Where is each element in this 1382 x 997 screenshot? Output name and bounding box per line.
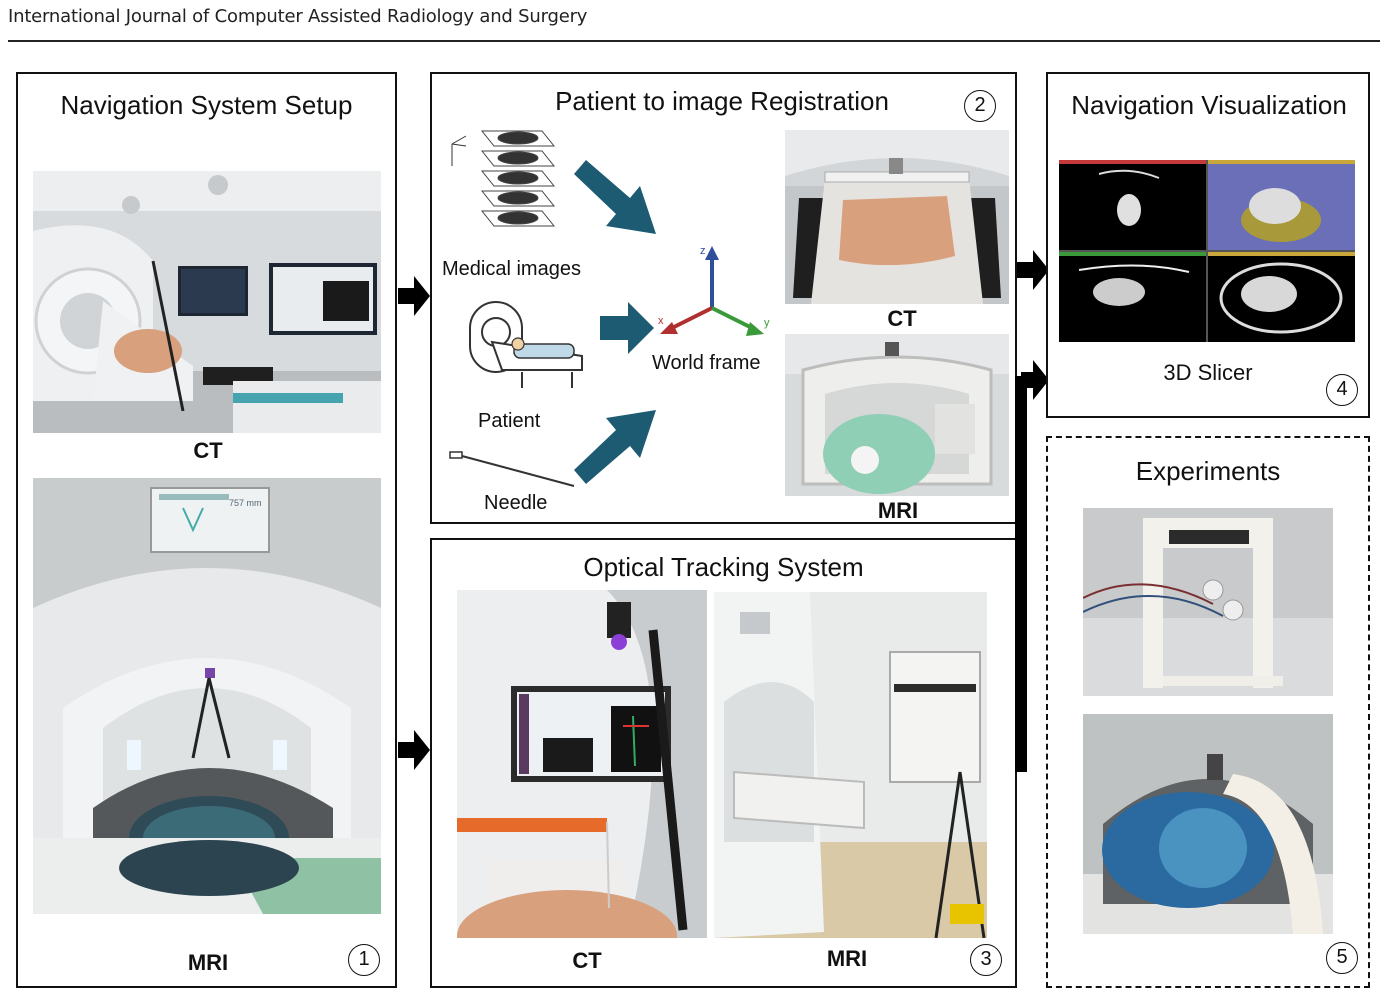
panel-navigation-visualization: Navigation Visualization 3D Slicer 4	[1046, 72, 1370, 418]
medical-image-stack-icon	[451, 130, 556, 227]
panel-title: Optical Tracking System	[583, 552, 864, 582]
patient-label: Patient	[478, 410, 541, 432]
ct-scanner-icon	[469, 301, 583, 388]
world-frame-axes: z x y	[658, 245, 770, 336]
axis-x-label: x	[658, 315, 664, 327]
panel-number-badge: 4	[1326, 374, 1358, 406]
arrow-needle-to-world	[574, 410, 656, 484]
tracking-ct-caption: CT	[572, 948, 602, 973]
mri-screen-distance: 757 mm	[229, 498, 262, 508]
mri-tracking-photo	[714, 592, 987, 938]
panel-number-badge: 3	[970, 944, 1002, 976]
axis-y-label: y	[764, 317, 770, 329]
panel-experiments: Experiments 5	[1046, 436, 1370, 988]
experiment-phantom-photo-1	[1083, 508, 1333, 696]
needle-icon	[449, 451, 575, 487]
arrow-tracking-to-visualization	[1015, 360, 1049, 772]
header-rule	[8, 40, 1380, 42]
setup-mri-caption: MRI	[187, 950, 229, 975]
registration-mri-caption: MRI	[877, 498, 919, 523]
panel-navigation-setup: Navigation System Setup CT	[16, 72, 397, 988]
slicer-screenshot	[1059, 160, 1355, 342]
panel-title: Patient to image Registration	[555, 86, 889, 116]
ct-room-illustration	[33, 171, 381, 433]
arrow-patient-to-world	[600, 302, 654, 354]
medical-images-label: Medical images	[442, 258, 581, 280]
panel-title: Navigation System Setup	[60, 90, 353, 120]
arrow-setup-to-tracking	[398, 730, 430, 770]
axis-z-label: z	[700, 245, 706, 257]
panel-registration: Patient to image Registration 2 Medical …	[430, 72, 1017, 524]
mri-registration-photo	[785, 334, 1009, 496]
panel-optical-tracking: Optical Tracking System CT	[430, 538, 1017, 988]
slicer-software-label: 3D Slicer	[1163, 360, 1253, 385]
ct-room-photo	[33, 171, 381, 433]
ct-registration-photo	[785, 130, 1009, 304]
mri-room-photo: 757 mm	[33, 478, 381, 914]
tracking-mri-caption: MRI	[826, 946, 868, 971]
world-frame-label: World frame	[652, 352, 761, 374]
registration-ct-caption: CT	[887, 306, 917, 331]
setup-ct-caption: CT	[193, 438, 223, 463]
panel-title: Navigation Visualization	[1071, 90, 1347, 120]
panel-number-badge: 5	[1326, 942, 1358, 974]
panel-number-badge: 1	[348, 944, 380, 976]
arrow-registration-to-visualization	[1017, 250, 1049, 290]
journal-header: International Journal of Computer Assist…	[8, 6, 588, 27]
panel-number-badge: 2	[964, 90, 996, 122]
ct-tracking-photo	[457, 590, 707, 938]
panel-title: Experiments	[1135, 456, 1281, 486]
needle-label: Needle	[484, 492, 548, 514]
mri-room-illustration: 757 mm	[33, 478, 381, 914]
arrow-images-to-world	[574, 160, 656, 234]
arrow-setup-to-registration	[398, 276, 430, 316]
experiment-phantom-photo-2	[1083, 714, 1333, 934]
